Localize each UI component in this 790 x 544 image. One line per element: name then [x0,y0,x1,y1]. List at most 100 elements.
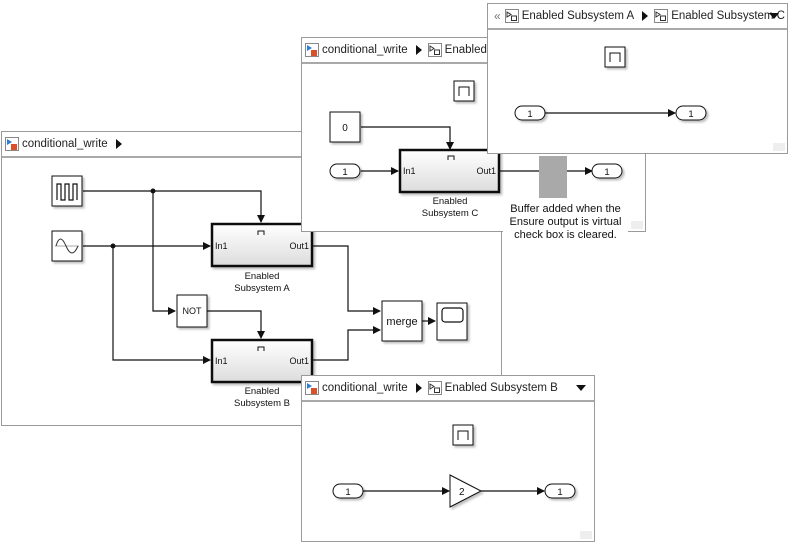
gain-value: 2 [459,487,465,498]
diagram-canvas[interactable]: 1 2 1 [302,402,594,541]
signal-line[interactable] [361,126,454,150]
inport-block[interactable]: 1 [332,483,364,499]
annotation-line: Ensure output is virtual [509,216,622,228]
subsystem-b-window: conditional_write Enabled Subsystem B 1 … [301,375,595,542]
breadcrumb-item-subsystem[interactable]: Enabled S [428,43,498,57]
merge-block[interactable]: merge [381,300,423,342]
signal-lines [83,190,436,364]
branch-point [110,243,116,249]
scope-icon [441,307,464,323]
buffer-annotation: Buffer added when the Ensure output is v… [503,203,628,242]
outport-number: 1 [557,487,562,498]
outport-block[interactable]: 1 [544,483,576,499]
signal-line[interactable] [313,245,381,315]
subsystem-icon [428,381,442,395]
sine-wave-icon [55,238,79,254]
breadcrumb-separator-icon[interactable] [115,139,122,149]
model-icon [5,137,19,151]
breadcrumb-item-subsystem-c[interactable]: Enabled Subsystem C [654,9,785,23]
breadcrumb-separator-icon[interactable] [415,45,422,55]
merge-label: merge [386,316,417,328]
inport-number: 1 [342,167,347,178]
out-port-label: Out1 [289,241,309,251]
not-block[interactable]: NOT [176,294,208,328]
enabled-subsystem-c[interactable]: In1 Out1 Enabled Subsystem C [398,148,501,219]
breadcrumb-label: Enabled Subsystem B [444,382,558,394]
enable-port-block[interactable] [452,424,474,446]
gain-block[interactable]: 2 [449,474,483,508]
subsystem-icon [654,9,668,23]
signal-line[interactable] [152,191,176,315]
subsystem-c-window: « Enabled Subsystem A Enabled Subsystem … [487,3,788,154]
breadcrumb-item-subsystem-a[interactable]: Enabled Subsystem A [505,9,634,23]
block-name: Subsystem A [234,283,290,294]
outport-number: 1 [688,109,693,120]
buffer-block[interactable] [539,156,567,198]
out-port-label: Out1 [476,166,496,176]
inport-block[interactable]: 1 [514,105,546,121]
signal-line[interactable] [83,190,265,223]
signal-line[interactable] [207,310,265,339]
diagram-svg: 1 2 1 [332,424,576,508]
enable-port-icon [257,346,265,351]
constant-block[interactable]: 0 [329,111,361,143]
model-icon [305,381,319,395]
outport-block[interactable]: 1 [675,105,707,121]
block-name: Enabled [433,196,468,207]
subsystem-icon [505,9,519,23]
breadcrumb-separator-icon[interactable] [642,11,649,21]
resize-handle[interactable] [580,531,592,539]
inport-block[interactable]: 1 [329,163,361,179]
diagram-svg: 0 1 In1 Out1 Enabled Subsystem C 1 [329,80,623,219]
enable-port-icon [257,230,265,235]
constant-value: 0 [342,123,348,134]
diagram-canvas[interactable]: NOT In1 Out1 Enabled Subsystem A In1 Out… [2,158,501,425]
breadcrumb-item-model[interactable]: conditional_write [5,137,108,151]
pulse-generator-block[interactable] [51,175,83,207]
breadcrumb-item-model[interactable]: conditional_write [305,381,408,395]
annotation-line: Buffer added when the [510,203,621,215]
diagram-svg: 1 1 [514,46,707,121]
breadcrumb-label: conditional_write [322,382,408,394]
not-label: NOT [183,306,203,316]
outport-number: 1 [604,167,609,178]
breadcrumb-label: conditional_write [22,138,108,150]
inport-number: 1 [345,487,350,498]
resize-handle[interactable] [773,143,785,151]
in-port-label: In1 [403,166,416,176]
in-port-label: In1 [215,356,228,366]
subsystem-icon [428,43,442,57]
breadcrumb-separator-icon[interactable] [415,383,422,393]
signal-lines [361,126,593,175]
breadcrumb-item-model[interactable]: conditional_write [305,43,408,57]
annotation-line: check box is cleared. [514,229,617,241]
block-name: Subsystem C [422,208,479,219]
breadcrumb-dropdown-icon[interactable] [576,385,586,391]
block-name: Enabled [245,271,280,282]
resize-handle[interactable] [631,221,643,229]
enable-port-block[interactable] [453,80,475,102]
diagram-canvas[interactable]: 0 1 In1 Out1 Enabled Subsystem C 1 [302,64,645,231]
breadcrumb-label: Enabled S [444,44,498,56]
inport-number: 1 [527,109,532,120]
breadcrumb-dropdown-icon[interactable] [769,13,779,19]
scope-block[interactable] [436,302,468,341]
sine-wave-block[interactable] [51,230,83,262]
breadcrumb-overflow-button[interactable]: « [494,9,501,23]
pulse-generator-icon [56,183,78,201]
enable-port-block[interactable] [604,46,626,68]
breadcrumb-bar: « Enabled Subsystem A Enabled Subsystem … [488,4,787,30]
breadcrumb-bar: conditional_write Enabled Subsystem B [302,376,594,402]
enable-port-icon [447,155,455,160]
model-icon [305,43,319,57]
breadcrumb-item-subsystem[interactable]: Enabled Subsystem B [428,381,558,395]
diagram-canvas[interactable]: 1 1 [488,30,787,153]
outport-block[interactable]: 1 [591,163,623,179]
signal-line[interactable] [112,246,211,364]
enabled-subsystem-a[interactable]: In1 Out1 Enabled Subsystem A [210,222,314,294]
branch-point [150,188,156,194]
signal-line[interactable] [313,326,381,361]
in-port-label: In1 [215,241,228,251]
breadcrumb-label: Enabled Subsystem C [671,10,785,22]
enabled-subsystem-b[interactable]: In1 Out1 Enabled Subsystem B [210,338,314,409]
